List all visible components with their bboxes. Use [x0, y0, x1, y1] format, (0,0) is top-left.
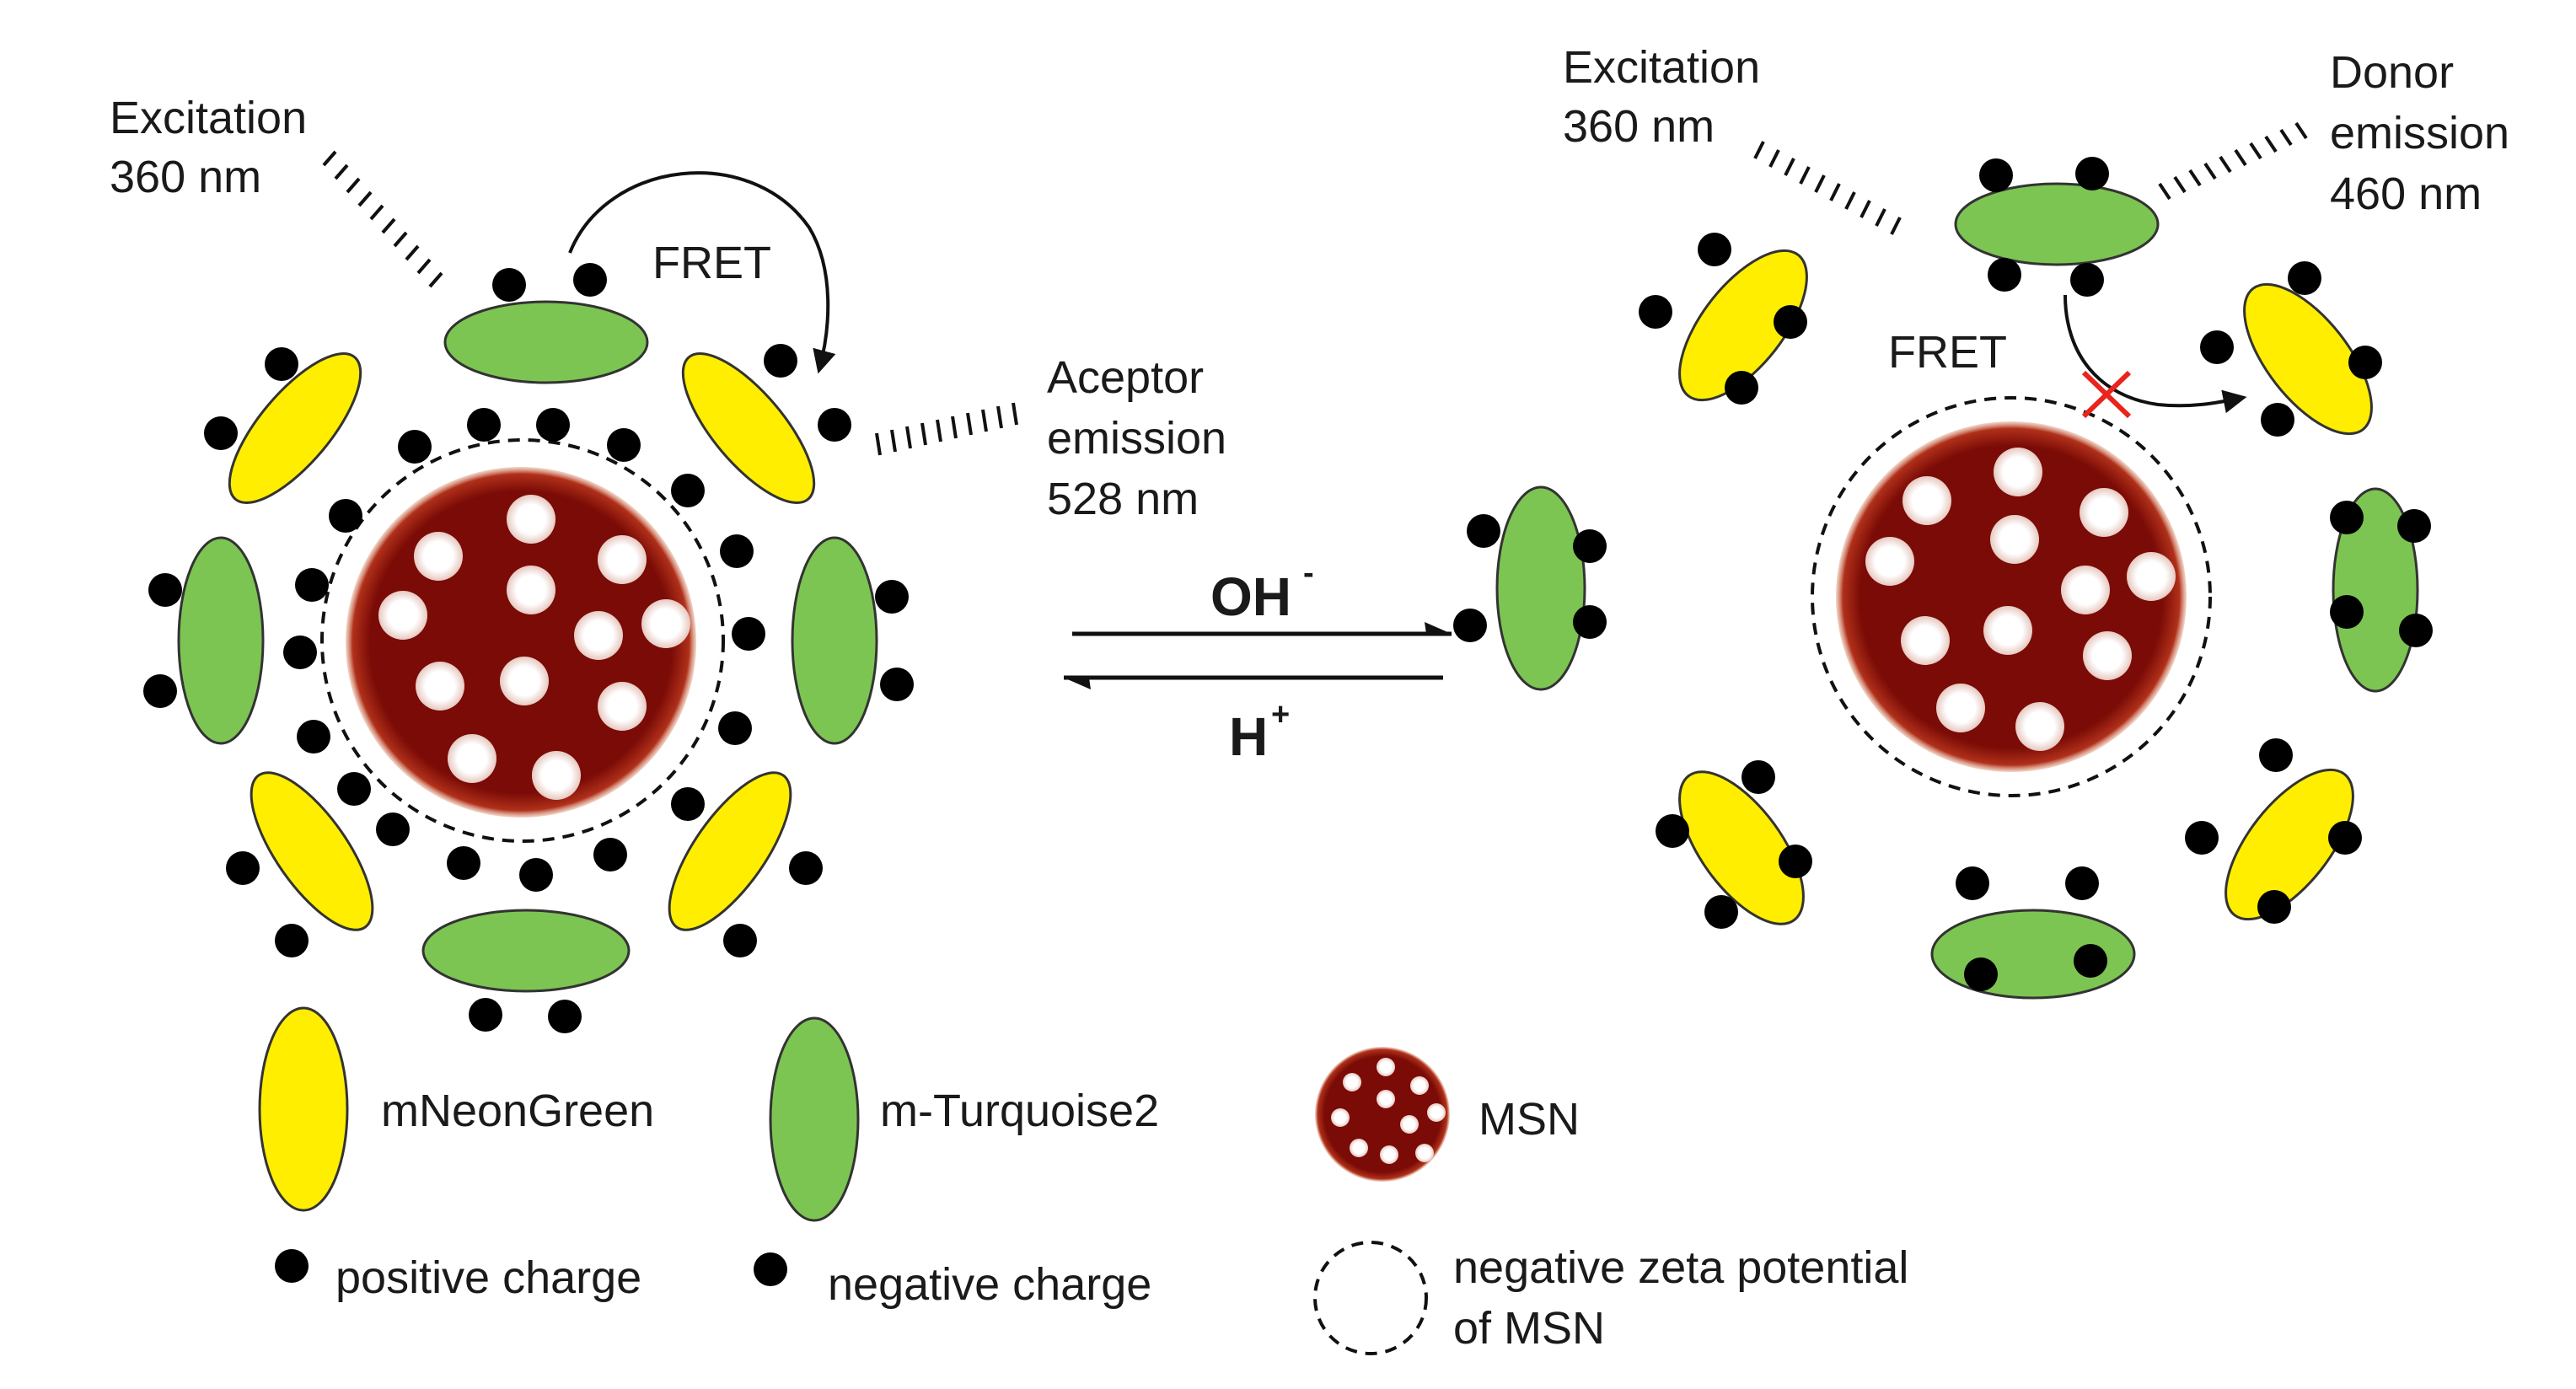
legend-negative-icon	[754, 1252, 787, 1286]
svg-text:Donor emission 460 nm: Donor emission 460 nm	[2330, 47, 2522, 219]
mturquoise2-protein	[421, 909, 631, 993]
acceptor-emission-line1: Aceptor	[1047, 352, 1204, 403]
msn-pores-right	[1865, 448, 2176, 751]
svg-text:Aceptor emission 528 n: Aceptor emission 528 nm	[1047, 352, 1239, 524]
zeta-potential-boundary-right	[1811, 396, 2212, 797]
mneongreen-protein-right	[1678, 249, 1808, 402]
legend-msn-pores	[1331, 1058, 1446, 1164]
left-excitation-line1: Excitation	[110, 93, 307, 143]
fret-blocked-cross-icon	[2081, 370, 2132, 419]
legend-zeta-line2: of MSN	[1453, 1303, 1605, 1354]
mneongreen-protein-right	[2243, 282, 2373, 436]
hydroxide-charge: -	[1303, 555, 1314, 591]
acceptor-emission-light	[875, 402, 1018, 456]
acceptor-emission-line2: emission	[1047, 413, 1226, 464]
mturquoise2-protein-right	[1954, 182, 2160, 266]
mneongreen-protein	[681, 352, 816, 504]
legend-mneongreen-swatch	[258, 1006, 349, 1212]
donor-emission-line3: 460 nm	[2330, 169, 2482, 219]
right-fret-label: FRET	[1888, 327, 2007, 378]
mneongreen-protein	[228, 352, 362, 504]
acceptor-emission-line3: 528 nm	[1047, 474, 1199, 524]
mneongreen-protein	[668, 771, 792, 931]
mturquoise2-protein-right	[2332, 487, 2419, 693]
mturquoise2-protein	[791, 536, 878, 745]
donor-emission-line1: Donor	[2330, 47, 2454, 98]
proton-charge: +	[1271, 697, 1290, 732]
excitation-light-right	[1753, 141, 1902, 235]
legend-zeta-swatch	[1313, 1241, 1428, 1355]
legend-mturquoise2-swatch	[769, 1016, 860, 1222]
hydroxide-label: OH	[1210, 566, 1291, 627]
mneongreen-protein-right	[1678, 770, 1805, 925]
right-excitation-line1: Excitation	[1563, 42, 1760, 93]
legend-positive-icon	[275, 1249, 309, 1283]
legend-mturquoise2-label: m-Turquoise2	[880, 1086, 1159, 1136]
legend-positive-label: positive charge	[335, 1252, 641, 1303]
svg-text:Excitation 360 nm: Excitation 360 nm	[110, 93, 319, 202]
mturquoise2-protein-free	[1495, 485, 1586, 691]
mturquoise2-protein	[443, 300, 649, 384]
mneongreen-protein-right	[2224, 768, 2354, 921]
msn-pores	[378, 495, 690, 800]
legend-negative-label: negative charge	[828, 1259, 1151, 1310]
mturquoise2-protein	[177, 536, 265, 745]
fret-arrow-right-blocked	[2063, 294, 2247, 414]
left-excitation-line2: 360 nm	[110, 152, 261, 202]
donor-emission-line2: emission	[2330, 108, 2509, 158]
excitation-light-left	[322, 150, 443, 288]
legend-zeta-line1: negative zeta potential	[1453, 1242, 1908, 1293]
svg-text:Excitation 360 nm: Excitation 360 nm	[1563, 42, 1773, 152]
proton-label: H	[1229, 706, 1268, 767]
donor-emission-light	[2158, 121, 2308, 201]
right-excitation-line2: 360 nm	[1563, 101, 1715, 152]
left-complex	[143, 263, 914, 1033]
zeta-potential-boundary	[320, 438, 725, 843]
legend-mneongreen-label: mNeonGreen	[381, 1086, 654, 1136]
mneongreen-protein	[250, 771, 374, 931]
left-fret-label: FRET	[652, 238, 771, 288]
equilibrium-arrows	[1064, 622, 1452, 689]
legend: mNeonGreen m-Turquoise2 MSN positive cha…	[258, 1006, 1921, 1355]
svg-text:negative zeta potential: negative zeta potential of MSN	[1453, 1242, 1921, 1354]
right-complex	[1639, 157, 2433, 1000]
fret-arrow-left	[568, 171, 836, 374]
legend-msn-label: MSN	[1479, 1094, 1580, 1145]
